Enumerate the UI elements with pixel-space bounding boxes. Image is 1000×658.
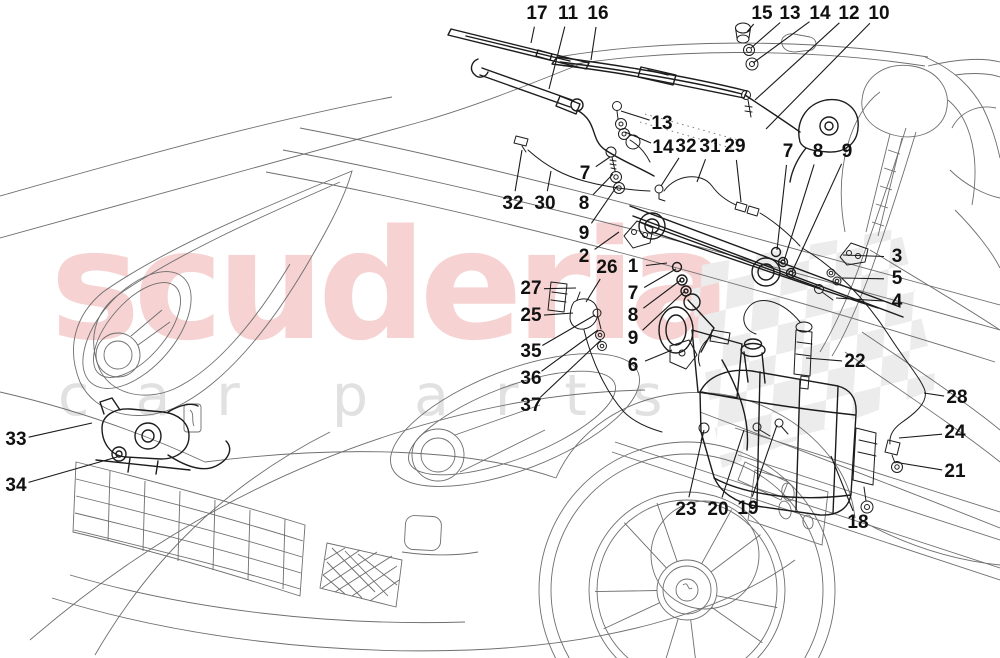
wiper-blade-16 (551, 56, 748, 99)
wiper-motor (658, 306, 694, 354)
tank-filler-cap (743, 338, 763, 350)
headlight-right (390, 353, 640, 487)
mounting-brackets (623, 220, 869, 370)
wiper-pivot-bellcrank (744, 94, 859, 183)
leader-line-7-25 (643, 268, 677, 288)
leader-line-4-35 (835, 297, 885, 302)
door-handle (781, 33, 817, 53)
leader-line-15-3 (746, 23, 755, 33)
leader-line-29-12 (735, 159, 742, 203)
leader-line-11-1 (548, 26, 566, 90)
leader-line-8-14 (783, 164, 815, 262)
leader-line-3-33 (842, 254, 885, 258)
leader-line-26-22 (585, 278, 601, 303)
leader-line-1-23 (645, 262, 668, 267)
wiper-arm-11 (470, 58, 655, 177)
leader-line-14-9 (624, 131, 652, 144)
wiper-spindle-fasteners (612, 101, 651, 163)
leader-line-2-21 (594, 231, 620, 250)
leader-line-36-30 (541, 329, 599, 372)
leader-line-6-31 (644, 349, 673, 362)
leader-line-8-19 (592, 173, 614, 196)
wiper-linkage-assembly (629, 205, 904, 451)
leader-line-33-40 (28, 422, 93, 438)
leader-line-7-13 (776, 164, 788, 251)
headlight-washer-actuator (95, 397, 231, 475)
washer-pumps (698, 300, 903, 514)
leader-line-21-39 (893, 461, 943, 471)
leader-line-23-42 (688, 429, 705, 498)
leader-line-18-45 (830, 455, 854, 512)
front-grille (72, 461, 306, 597)
watermark-scuderia: scuderia (50, 197, 731, 374)
leader-line-31-11 (696, 159, 707, 183)
leader-line-25-26 (543, 312, 574, 316)
leader-line-35-28 (542, 314, 596, 346)
leader-line-17-0 (530, 26, 535, 44)
leader-line-14-5 (752, 21, 810, 64)
leader-line-19-44 (751, 424, 778, 497)
leader-line-22-36 (805, 357, 843, 362)
leader-line-5-34 (841, 277, 885, 280)
front-wheel (538, 392, 856, 658)
pivot-cap-nut-group (735, 22, 759, 118)
bumper-mesh-intake (183, 403, 479, 608)
leader-line-13-8 (620, 110, 650, 121)
leader-line-30-18 (546, 170, 552, 192)
cowl-bolt-washers (605, 146, 625, 194)
leader-line-7-16 (595, 156, 611, 168)
cockpit-seats (781, 33, 1000, 269)
leader-line-27-24 (543, 287, 577, 290)
washer-hoses (513, 135, 926, 445)
leader-line-34-41 (28, 456, 118, 483)
leader-line-13-4 (750, 22, 781, 49)
leader-line-12-6 (754, 22, 840, 101)
leader-lines (28, 21, 945, 512)
leader-line-10-7 (765, 22, 871, 130)
leader-line-9-15 (791, 163, 843, 273)
leader-line-32-10 (660, 157, 680, 187)
leader-line-37-32 (540, 339, 602, 398)
leader-line-24-38 (898, 433, 943, 439)
checkered-flag-watermark (686, 228, 938, 468)
leader-line-9-20 (590, 185, 618, 224)
leader-line-32-17 (514, 149, 523, 192)
leader-line-8-27 (643, 279, 682, 309)
headlight-left (73, 170, 353, 416)
leader-line-16-2 (590, 26, 597, 61)
leader-line-20-43 (721, 429, 745, 498)
washer-nozzle-parts (547, 281, 607, 351)
leader-line-28-37 (923, 392, 945, 397)
leader-line-9-29 (642, 290, 686, 331)
washer-tank (699, 338, 857, 516)
